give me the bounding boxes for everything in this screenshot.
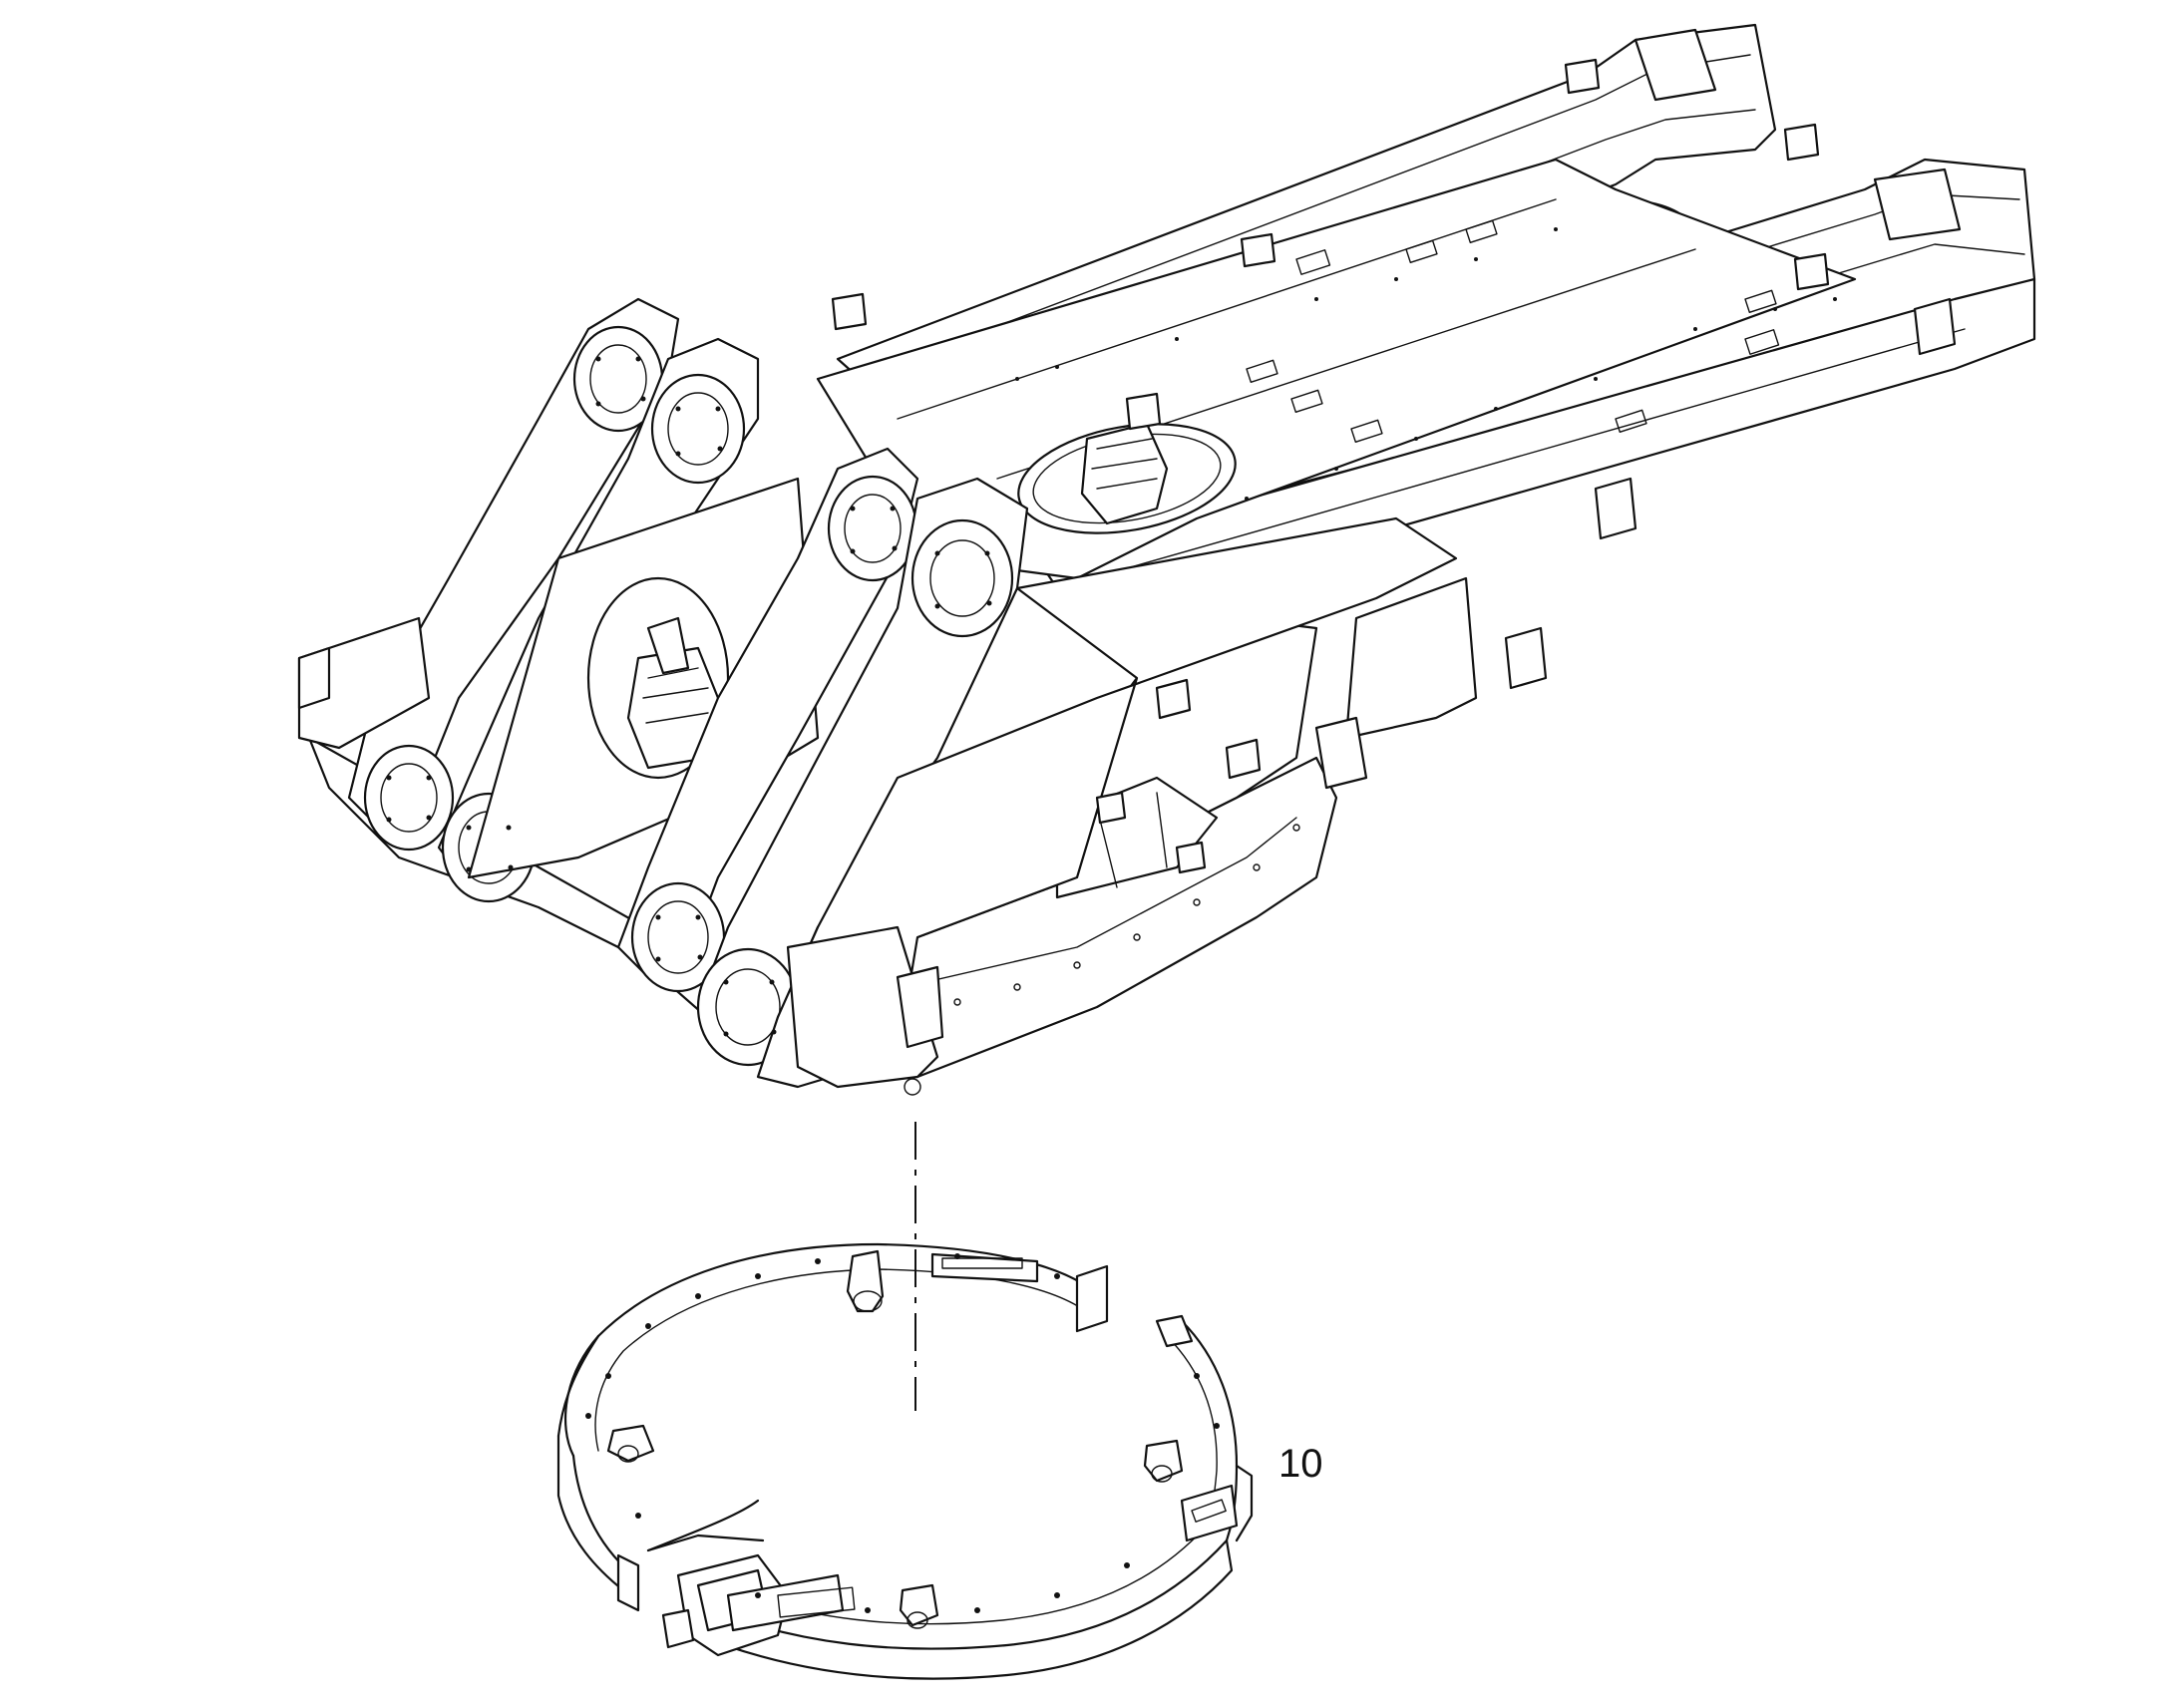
carbody-frame bbox=[297, 23, 2036, 1096]
swing-ring-assembly bbox=[556, 1242, 1254, 1680]
callout-label-10: 10 bbox=[1278, 1442, 1323, 1486]
